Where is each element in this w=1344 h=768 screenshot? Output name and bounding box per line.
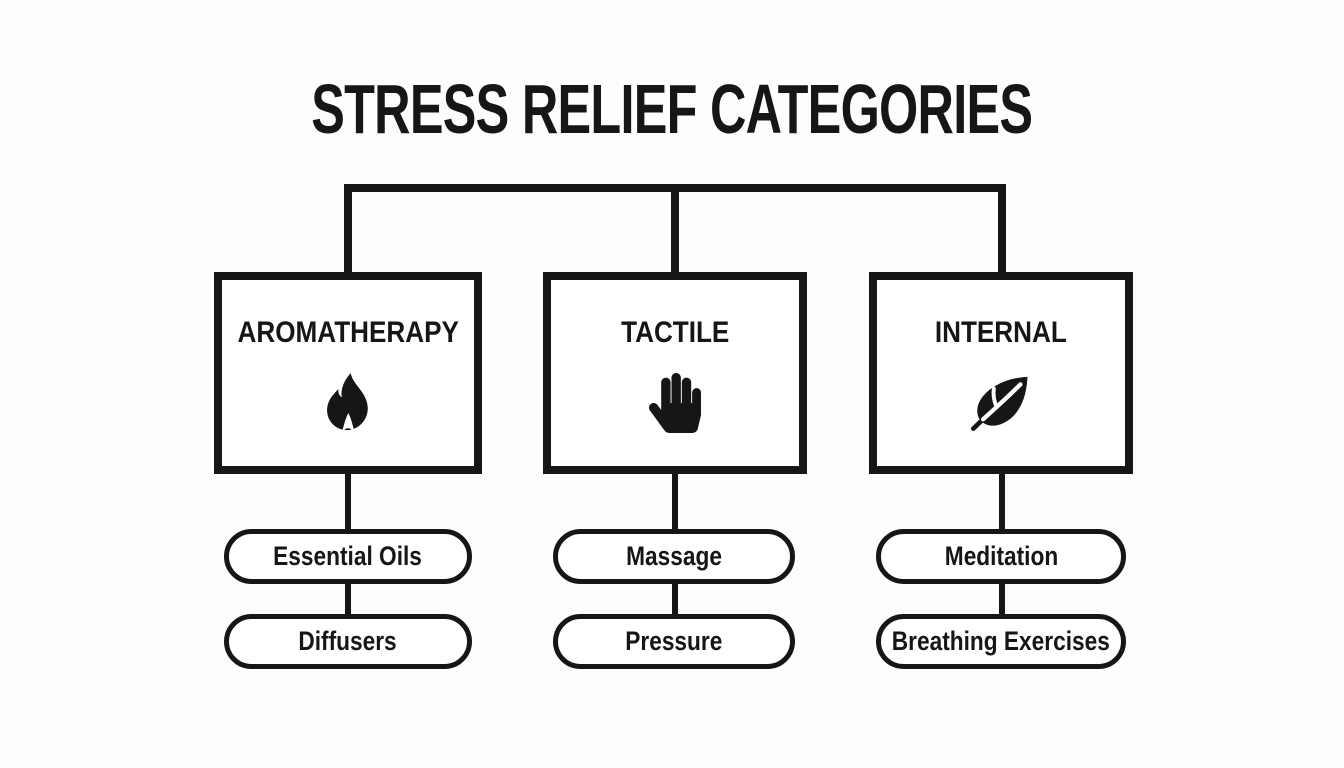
pill-label: Meditation xyxy=(944,541,1058,571)
pill-label: Essential Oils xyxy=(273,541,423,571)
pill-diffusers: Diffusers xyxy=(224,614,472,669)
page-title: STRESS RELIEF CATEGORIES xyxy=(311,70,1033,148)
category-label: AROMATHERAPY xyxy=(237,316,459,349)
hand-icon xyxy=(551,348,799,466)
connector-box-to-item xyxy=(999,472,1005,532)
category-box-tactile: TACTILE xyxy=(543,272,807,474)
title-row: STRESS RELIEF CATEGORIES xyxy=(0,74,1344,144)
pill-essential-oils: Essential Oils xyxy=(224,529,472,584)
pill-label: Massage xyxy=(626,541,722,571)
connector-item-to-item xyxy=(672,580,678,618)
pill-meditation: Meditation xyxy=(876,529,1126,584)
tree-vertical-line-right xyxy=(998,184,1006,272)
pill-massage: Massage xyxy=(553,529,795,584)
pill-label: Breathing Exercises xyxy=(891,626,1111,656)
connector-item-to-item xyxy=(999,580,1005,618)
category-label: TACTILE xyxy=(620,316,730,349)
pill-pressure: Pressure xyxy=(553,614,795,669)
pill-breathing-exercises: Breathing Exercises xyxy=(876,614,1126,669)
category-box-aromatherapy: AROMATHERAPY xyxy=(214,272,482,474)
category-label: INTERNAL xyxy=(935,316,1067,349)
connector-box-to-item xyxy=(672,472,678,532)
connector-box-to-item xyxy=(345,472,351,532)
tree-vertical-line-center xyxy=(671,184,679,272)
flame-icon xyxy=(222,348,474,466)
category-box-internal: INTERNAL xyxy=(869,272,1133,474)
leaf-icon xyxy=(877,348,1125,466)
tree-vertical-line-left xyxy=(344,184,352,272)
pill-label: Pressure xyxy=(625,626,723,656)
pill-label: Diffusers xyxy=(298,626,398,656)
connector-item-to-item xyxy=(345,580,351,618)
